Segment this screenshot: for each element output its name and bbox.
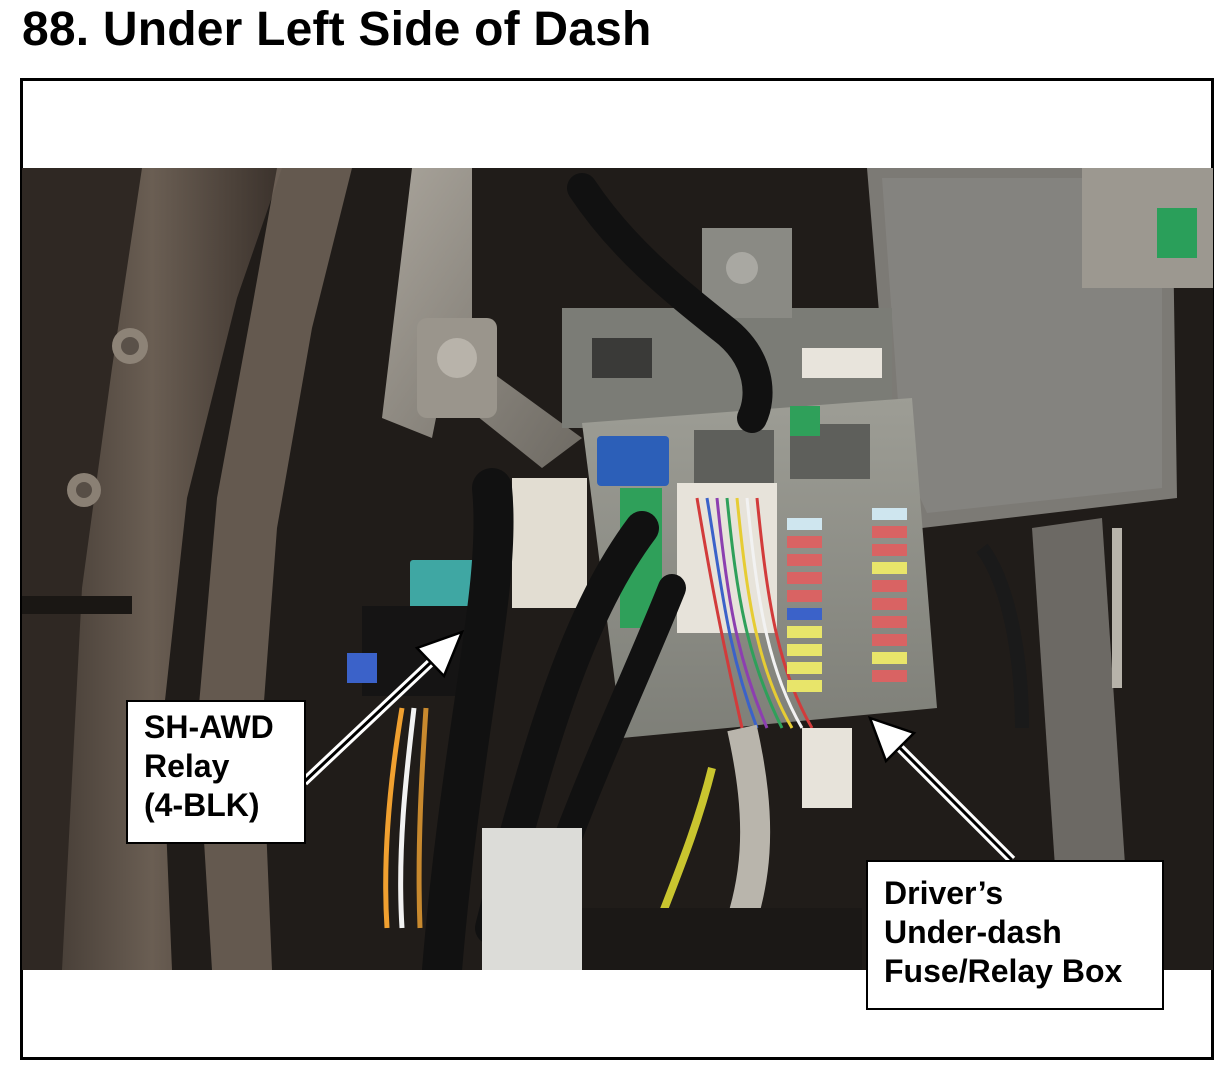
photo-illustration — [22, 168, 1213, 970]
fuse-box-callout-line-1: Driver’s — [884, 875, 1004, 911]
fuse-box-callout: Driver’s Under-dash Fuse/Relay Box — [866, 860, 1164, 1010]
fuse-box-callout-line-3: Fuse/Relay Box — [884, 953, 1123, 989]
under-dash-photo — [22, 168, 1213, 970]
fuse-grid — [787, 508, 907, 692]
relay-callout-line-2: Relay — [144, 748, 230, 784]
fuse-box-callout-line-2: Under-dash — [884, 914, 1062, 950]
relay-callout: SH-AWD Relay (4-BLK) — [126, 700, 306, 844]
relay-callout-line-1: SH-AWD — [144, 709, 274, 745]
page-title: 88. Under Left Side of Dash — [22, 3, 652, 56]
relay-callout-line-3: (4-BLK) — [144, 787, 260, 823]
